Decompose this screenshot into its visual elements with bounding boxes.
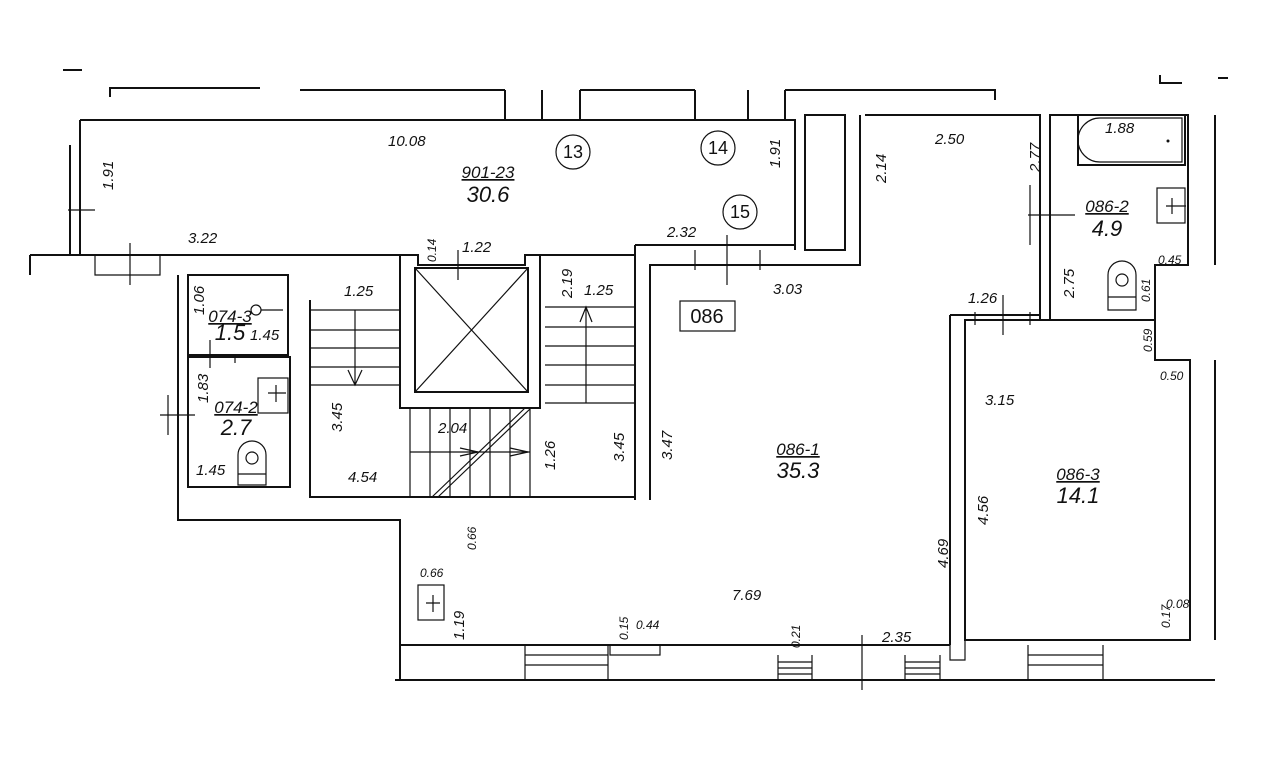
dim: 4.56 <box>975 495 992 525</box>
dim: 7.69 <box>732 587 762 604</box>
sink-icon <box>417 584 445 621</box>
unit-label: 086 <box>690 306 723 328</box>
room-area-901-23: 30.6 <box>467 182 511 207</box>
exterior-walls <box>63 69 1228 681</box>
room-074-walls <box>160 274 950 680</box>
toilet-icon <box>1107 260 1137 311</box>
room-code-074-3: 074-3 <box>208 307 252 326</box>
dim: 3.15 <box>985 392 1015 409</box>
dim: 2.19 <box>559 268 576 299</box>
dim: 10.08 <box>388 133 426 150</box>
dim: 0.66 <box>420 566 444 580</box>
dim: 2.77 <box>1027 142 1044 173</box>
dim: 1.26 <box>968 290 998 307</box>
bathtub-icon <box>1077 114 1186 166</box>
room-code-086-1: 086-1 <box>776 440 819 459</box>
dim: 0.61 <box>1139 279 1153 302</box>
dim: 1.91 <box>767 139 784 168</box>
sink-icon <box>1156 187 1186 224</box>
dim: 0.59 <box>1141 328 1155 352</box>
marker-14: 14 <box>700 130 736 166</box>
dim: 1.22 <box>462 239 492 256</box>
room-code-086-2: 086-2 <box>1085 197 1129 216</box>
dim: 4.54 <box>348 469 377 486</box>
dim: 0.50 <box>1160 369 1184 383</box>
room-area-086-1: 35.3 <box>777 458 821 483</box>
dim: 2.75 <box>1061 268 1078 299</box>
room-code-086-3: 086-3 <box>1056 465 1100 484</box>
dim: 4.69 <box>935 538 952 568</box>
dim: 2.32 <box>666 224 697 241</box>
dim: 1.26 <box>542 440 559 470</box>
dim: 3.45 <box>329 402 346 432</box>
dim: 3.47 <box>659 430 676 460</box>
dim: 3.45 <box>611 432 628 462</box>
dim: 1.45 <box>196 462 226 479</box>
windows-bottom <box>524 635 1104 690</box>
marker-15: 15 <box>722 194 758 230</box>
marker-label: 15 <box>730 202 750 222</box>
dim: 2.14 <box>873 154 890 184</box>
dim: 0.45 <box>1158 253 1182 267</box>
room-code-901-23: 901-23 <box>462 163 515 182</box>
dim: 3.03 <box>773 281 803 298</box>
marker-label: 13 <box>563 142 583 162</box>
sink-icon <box>257 377 289 414</box>
dimensions: 10.08 1.91 1.91 3.22 2.32 2.14 2.50 2.77… <box>100 120 1190 648</box>
dim: 1.25 <box>344 283 374 300</box>
dim: 0.08 <box>1166 597 1190 611</box>
dim: 1.25 <box>584 282 614 299</box>
room-area-086-2: 4.9 <box>1092 216 1123 241</box>
room-area-086-3: 14.1 <box>1057 483 1100 508</box>
dim: 1.45 <box>250 327 280 344</box>
dim: 0.14 <box>425 238 439 262</box>
dim: 1.06 <box>191 285 208 315</box>
dim: 0.66 <box>465 526 479 550</box>
dim: 2.04 <box>437 420 467 437</box>
dim: 2.35 <box>881 629 912 646</box>
dim: 1.88 <box>1105 120 1135 137</box>
toilet-icon <box>237 440 267 486</box>
room-086-walls <box>634 114 1191 645</box>
stairwell <box>309 250 635 498</box>
dim: 1.91 <box>100 161 117 190</box>
room-901-23-walls <box>29 114 846 285</box>
room-area-074-3: 1.5 <box>215 320 246 345</box>
marker-13: 13 <box>555 134 591 170</box>
dim: 0.44 <box>636 618 660 632</box>
dim: 1.83 <box>195 373 212 403</box>
dim: 0.21 <box>789 625 803 648</box>
room-code-074-2: 074-2 <box>214 398 258 417</box>
dim: 2.50 <box>934 131 965 148</box>
dim: 0.17 <box>1159 603 1173 628</box>
marker-label: 14 <box>708 138 728 158</box>
unit-label-box: 086 <box>679 300 736 332</box>
room-area-074-2: 2.7 <box>220 415 252 440</box>
dim: 1.19 <box>451 610 468 640</box>
water-valve-icon <box>250 304 283 316</box>
dim: 0.15 <box>617 616 631 640</box>
dim: 3.22 <box>188 230 218 247</box>
